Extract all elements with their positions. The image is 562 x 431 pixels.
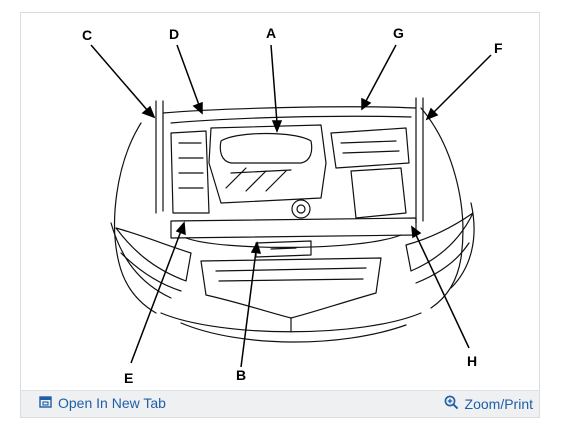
callout-f: F [494,40,503,56]
callout-e: E [124,370,133,386]
image-toolbar: Open In New Tab Zoom/Print [21,390,539,417]
callout-g: G [393,25,404,41]
callout-b: B [236,367,246,383]
open-in-new-tab-label: Open In New Tab [58,395,166,411]
callout-a: A [266,25,276,41]
open-in-new-tab-button[interactable]: Open In New Tab [39,395,166,411]
engine-compartment-diagram: C D A G F E B H [21,13,539,391]
zoom-print-label: Zoom/Print [464,396,533,412]
callout-h: H [467,353,477,369]
callout-d: D [169,26,179,42]
zoom-print-button[interactable]: Zoom/Print [444,395,533,413]
open-in-new-tab-icon [39,395,52,411]
callout-c: C [82,27,92,43]
engine-bay-drawing: C D A G F E B H [82,25,503,386]
diagram-frame: C D A G F E B H Open In New Tab [20,12,540,418]
zoom-in-icon [444,395,459,413]
